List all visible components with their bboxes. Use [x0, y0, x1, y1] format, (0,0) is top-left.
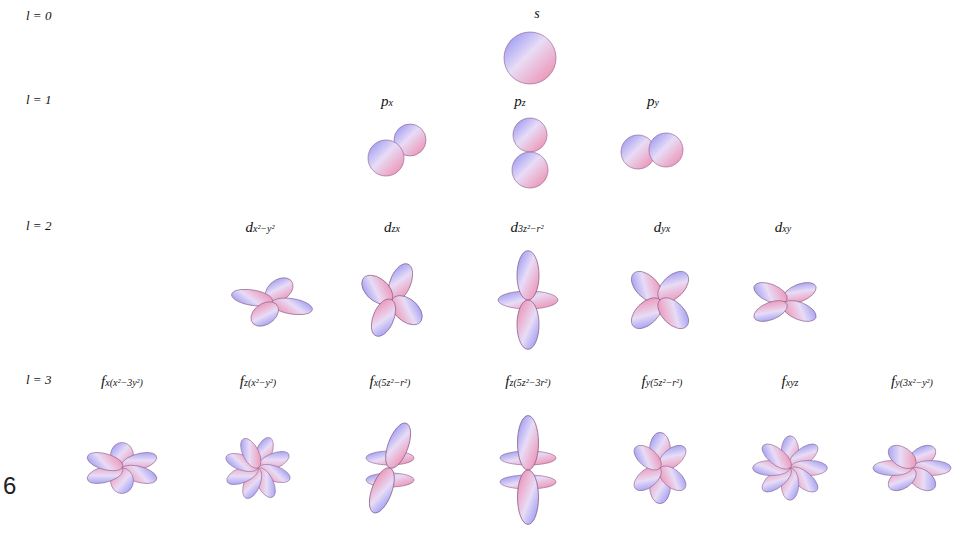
orbital-shape [236, 436, 265, 472]
orbital-shape [518, 416, 539, 470]
orbital-shape [517, 251, 539, 300]
orbital-shape [517, 300, 539, 349]
orbital-shape [748, 297, 794, 326]
orbital-shape [512, 152, 548, 188]
orbital-label: dzx [384, 218, 400, 236]
orbital-shape [748, 279, 823, 326]
orbital-label: fx(x²−3y²) [101, 372, 143, 390]
orbital-shape [630, 432, 691, 503]
orbital-shape [82, 443, 161, 494]
orbital-shape [518, 470, 539, 524]
orbital-label: d3z²−r² [510, 218, 543, 236]
orbital-shape [368, 140, 404, 176]
orbital-shape [228, 275, 316, 328]
orbital-label: dx²−y² [245, 218, 274, 236]
orbital-shape [626, 266, 694, 334]
orbital-shape [223, 435, 292, 501]
orbital-label: fy(5z²−r²) [642, 372, 683, 390]
orbital-shape [246, 299, 284, 328]
orbital-shape [364, 465, 399, 517]
orbital-label: fx(5z²−r²) [370, 372, 411, 390]
row-label: l = 1 [26, 92, 51, 108]
orbital-label: dyx [654, 218, 670, 236]
orbital-shape [498, 251, 558, 350]
orbital-label: pz [514, 92, 525, 110]
orbital-shape [882, 442, 921, 472]
orbital-shape [630, 441, 666, 475]
orbital-shape [504, 32, 556, 84]
orbital-label: s [534, 6, 539, 23]
row-label: l = 2 [26, 218, 51, 234]
orbital-shape [381, 420, 416, 472]
orbital-label: fz(x²−y²) [240, 372, 276, 390]
orbital-shape [757, 440, 796, 474]
row-label: l = 0 [26, 8, 51, 24]
orbital-shape [500, 416, 556, 525]
orbital-shape [873, 442, 951, 494]
orbital-shape [652, 292, 694, 334]
orbital-label: fxyz [782, 372, 799, 390]
slide-number: 6 [3, 472, 16, 501]
orbital-shape [358, 259, 427, 342]
orbital-label: py [647, 92, 659, 110]
orbital-label: px [381, 92, 393, 110]
orbital-label: fz(5z²−3r²) [505, 372, 550, 390]
orbital-label: dxy [775, 218, 791, 236]
orbital-shape [366, 294, 400, 341]
orbital-label: fy(3x²−y²) [891, 372, 933, 390]
orbital-shape [513, 118, 547, 152]
orbital-shape [649, 133, 683, 167]
orbital-shape [753, 436, 828, 501]
orbital-shape [364, 420, 415, 516]
row-label: l = 3 [26, 372, 51, 388]
orbital-shape [82, 449, 127, 475]
